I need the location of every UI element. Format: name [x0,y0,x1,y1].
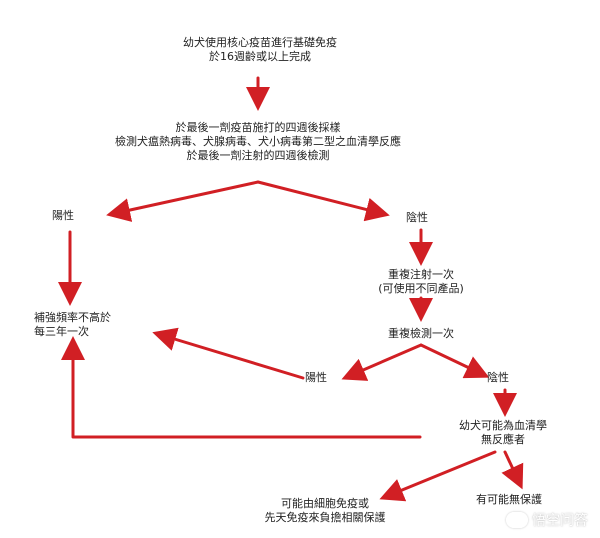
node-booster-line2: 每三年一次 [34,325,89,338]
node-start: 幼犬使用核心疫苗進行基礎免疫 於16週齡或以上完成 [150,36,370,64]
node-retest: 重複檢測一次 [388,327,454,340]
arrow-test-to-negative1 [256,180,390,222]
node-unprotected: 有可能無保護 [476,493,542,506]
node-positive1: 陽性 [52,209,74,222]
node-test: 於最後一劑疫苗施打的四週後採樣 檢測犬瘟熱病毒、犬腺病毒、犬小病毒第二型之血清學… [60,121,456,163]
node-nonresponder: 幼犬可能為血清學 無反應者 [441,419,565,447]
node-test-line2: 檢測犬瘟熱病毒、犬腺病毒、犬小病毒第二型之血清學反應 [115,135,401,148]
arrow-positive2-to-booster [152,327,305,380]
node-negative1: 陰性 [406,211,428,224]
node-start-line2: 於16週齡或以上完成 [209,50,311,63]
arrow-test-to-positive1 [106,180,260,222]
watermark-text: 悟空问答 [532,513,588,529]
arrow-nonresponder-to-booster [61,336,422,439]
arrow-nonresponder-to-cellular [379,450,497,502]
arrow-retest-to-negative2 [419,343,490,379]
node-cellular: 可能由細胞免疫或 先天免疫來負擔相關保護 [250,497,400,525]
node-revaccinate-line1: 重複注射一次 [388,268,454,281]
node-revaccinate: 重複注射一次 (可使用不同產品) [361,268,481,296]
node-cellular-line2: 先天免疫來負擔相關保護 [264,511,386,524]
node-start-line1: 幼犬使用核心疫苗進行基礎免疫 [183,36,337,49]
arrow-retest-to-positive2 [341,343,423,381]
node-revaccinate-line2: (可使用不同產品) [378,282,464,295]
node-cellular-line1: 可能由細胞免疫或 [281,497,369,510]
node-test-line3: 於最後一劑注射的四週後檢測 [186,149,330,162]
speech-bubble-icon [506,512,528,528]
node-test-line1: 於最後一劑疫苗施打的四週後採樣 [175,121,341,134]
arrow-nonresponder-to-unprotected [501,450,524,490]
node-booster: 補強頻率不高於 每三年一次 [34,311,111,339]
node-negative2: 陰性 [487,371,509,384]
node-nonresponder-line1: 幼犬可能為血清學 [459,419,547,432]
node-booster-line1: 補強頻率不高於 [34,311,111,324]
node-nonresponder-line2: 無反應者 [481,433,525,446]
node-positive2: 陽性 [305,371,327,384]
watermark: 悟空问答 [506,510,588,530]
